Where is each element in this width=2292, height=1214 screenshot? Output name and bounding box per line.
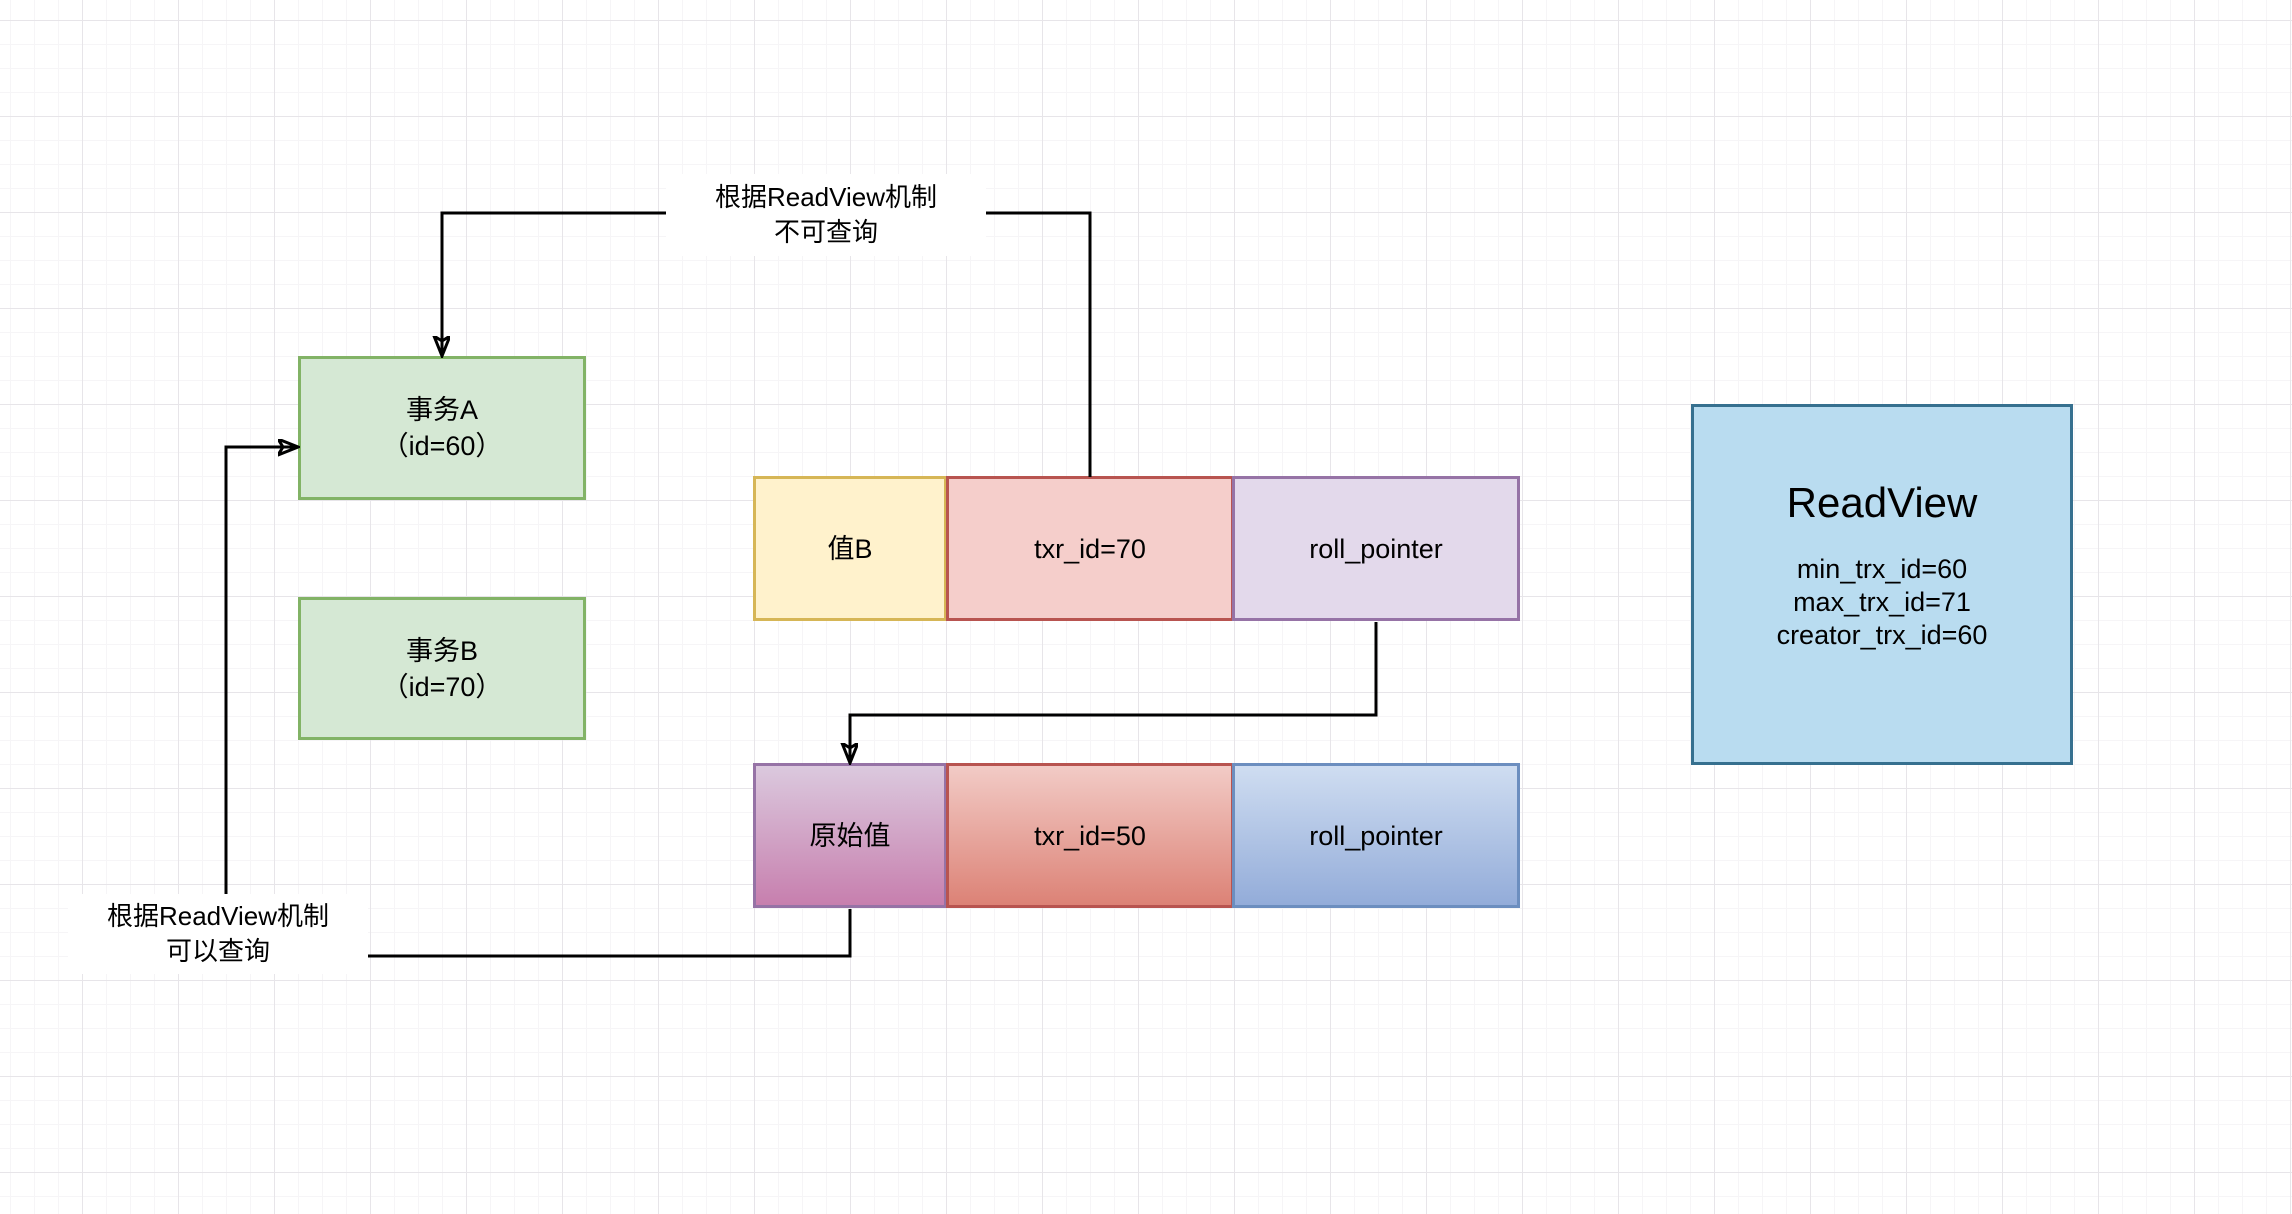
undo-row-roll-pointer-label: roll_pointer: [1309, 820, 1443, 851]
queryable-edge-label-line2: 可以查询: [165, 936, 270, 966]
readview-fields: min_trx_id=60 max_trx_id=71 creator_trx_…: [1777, 553, 1988, 652]
readview-min-trx-id: min_trx_id=60: [1796, 554, 1968, 584]
readview-max-trx-id: max_trx_id=71: [1793, 587, 1971, 617]
transaction-a-id: （id=60）: [381, 431, 503, 461]
current-row-roll-pointer-label: roll_pointer: [1309, 533, 1443, 564]
current-row-value-cell[interactable]: 值B: [753, 476, 947, 621]
transaction-b-box[interactable]: 事务B （id=70）: [298, 597, 586, 740]
current-row-trx-id-label: txr_id=70: [1034, 533, 1146, 564]
transaction-a-title: 事务A: [405, 395, 478, 425]
not-queryable-edge-label-line2: 不可查询: [773, 217, 878, 247]
readview-box[interactable]: ReadView min_trx_id=60 max_trx_id=71 cre…: [1691, 404, 2073, 765]
undo-row-trx-id-cell[interactable]: txr_id=50: [946, 763, 1234, 908]
current-row-trx-id-cell[interactable]: txr_id=70: [946, 476, 1234, 621]
not-queryable-edge-label[interactable]: 根据ReadView机制 不可查询: [666, 174, 986, 256]
transaction-a-box[interactable]: 事务A （id=60）: [298, 356, 586, 500]
current-row-value-label: 值B: [827, 533, 873, 564]
readview-creator-trx-id: creator_trx_id=60: [1776, 620, 1988, 650]
queryable-edge-label[interactable]: 根据ReadView机制 可以查询: [68, 894, 368, 974]
connector-roll-pointer-to-undo-arrow[interactable]: [850, 622, 1378, 761]
readview-title: ReadView: [1786, 479, 1978, 526]
undo-row-roll-pointer-cell[interactable]: roll_pointer: [1232, 763, 1520, 908]
undo-row-trx-id-label: txr_id=50: [1034, 820, 1146, 851]
transaction-b-title: 事务B: [405, 635, 478, 666]
connector-queryable-arrow[interactable]: [224, 447, 852, 958]
not-queryable-edge-label-line1: 根据ReadView机制: [714, 182, 938, 212]
queryable-edge-label-line1: 根据ReadView机制: [106, 901, 330, 931]
current-row-roll-pointer-cell[interactable]: roll_pointer: [1232, 476, 1520, 621]
transaction-b-id: （id=70）: [381, 671, 503, 702]
undo-row-value-label: 原始值: [809, 820, 891, 851]
